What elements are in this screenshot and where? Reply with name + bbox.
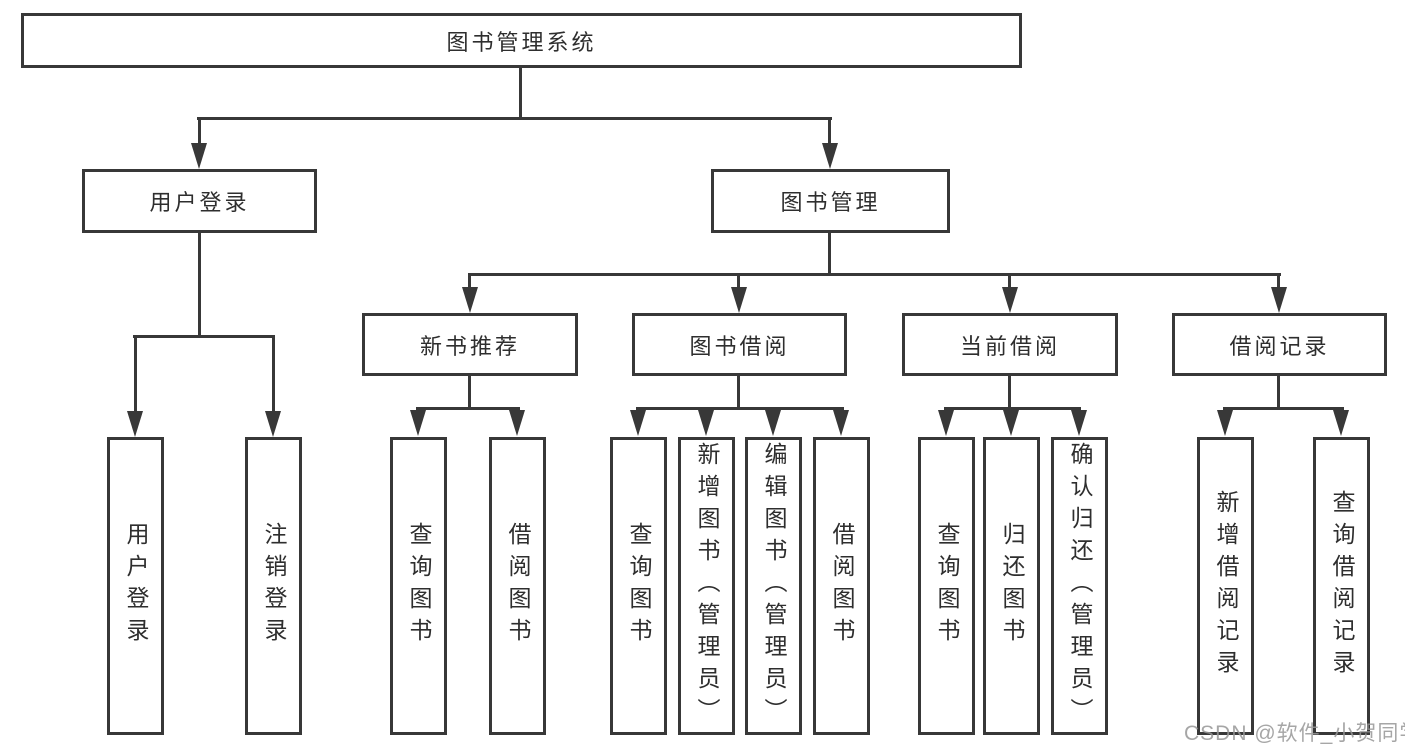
arrowhead-down-icon — [1071, 410, 1087, 436]
leaf-logout: 注销登录 — [245, 437, 302, 735]
connector-line — [737, 273, 740, 290]
node-label: 新增图书（管理员） — [694, 442, 720, 730]
node-label: 新增借阅记录 — [1213, 490, 1239, 682]
leaf-query-books-recommend: 查询图书 — [390, 437, 447, 735]
node-label: 用户登录 — [123, 522, 149, 650]
leaf-add-borrow-record: 新增借阅记录 — [1197, 437, 1254, 735]
connector-line — [133, 335, 275, 338]
arrowhead-down-icon — [410, 410, 426, 436]
connector-line — [737, 376, 740, 407]
node-label: 图书管理系统 — [446, 29, 597, 55]
arrowhead-down-icon — [127, 411, 143, 437]
leaf-query-books-borrowing: 查询图书 — [610, 437, 667, 735]
arrowhead-down-icon — [1271, 287, 1287, 313]
node-label: 借阅图书 — [505, 522, 531, 650]
node-label: 图书借阅 — [689, 333, 790, 359]
connector-line — [416, 407, 520, 410]
node-library-management-system: 图书管理系统 — [21, 13, 1022, 68]
arrowhead-down-icon — [462, 287, 478, 313]
node-label: 图书管理 — [780, 190, 881, 215]
node-label: 查询图书 — [406, 522, 432, 650]
connector-line — [519, 68, 522, 117]
node-current-borrowing: 当前借阅 — [902, 313, 1118, 376]
arrowhead-down-icon — [731, 287, 747, 313]
leaf-query-borrow-record: 查询借阅记录 — [1313, 437, 1370, 735]
connector-line — [468, 273, 1281, 276]
arrowhead-down-icon — [833, 410, 849, 436]
arrowhead-down-icon — [509, 410, 525, 436]
leaf-user-login: 用户登录 — [107, 437, 164, 735]
leaf-query-books-current: 查询图书 — [918, 437, 975, 735]
connector-line — [272, 335, 275, 413]
connector-line — [197, 117, 832, 120]
node-label: 新书推荐 — [419, 333, 520, 359]
arrowhead-down-icon — [1217, 410, 1233, 436]
leaf-confirm-return-admin: 确认归还（管理员） — [1051, 437, 1108, 735]
connector-line — [1277, 273, 1280, 290]
node-label: 查询借阅记录 — [1329, 490, 1355, 682]
arrowhead-down-icon — [191, 143, 207, 169]
leaf-borrow-books: 借阅图书 — [813, 437, 870, 735]
node-book-borrowing: 图书借阅 — [632, 313, 847, 376]
arrowhead-down-icon — [265, 411, 281, 437]
arrowhead-down-icon — [630, 410, 646, 436]
connector-line — [944, 407, 1081, 410]
node-label: 借阅记录 — [1229, 333, 1330, 359]
connector-line — [828, 233, 831, 274]
node-label: 归还图书 — [999, 522, 1025, 650]
leaf-return-book: 归还图书 — [983, 437, 1040, 735]
arrowhead-down-icon — [938, 410, 954, 436]
arrowhead-down-icon — [765, 410, 781, 436]
connector-line — [468, 273, 471, 290]
node-user-login: 用户登录 — [82, 169, 317, 233]
leaf-edit-book-admin: 编辑图书（管理员） — [745, 437, 802, 735]
connector-line — [134, 335, 137, 413]
node-label: 查询图书 — [934, 522, 960, 650]
connector-line — [828, 117, 831, 145]
arrowhead-down-icon — [698, 410, 714, 436]
connector-line — [1008, 376, 1011, 407]
node-label: 编辑图书（管理员） — [761, 442, 787, 730]
node-label: 用户登录 — [149, 190, 250, 215]
connector-line — [198, 117, 201, 145]
arrowhead-down-icon — [1002, 287, 1018, 313]
node-new-book-recommend: 新书推荐 — [362, 313, 578, 376]
node-label: 注销登录 — [261, 522, 287, 650]
connector-line — [1223, 407, 1344, 410]
connector-line — [198, 233, 201, 336]
connector-line — [1008, 273, 1011, 290]
arrowhead-down-icon — [822, 143, 838, 169]
connector-line — [468, 376, 471, 407]
node-label: 查询图书 — [626, 522, 652, 650]
arrowhead-down-icon — [1003, 410, 1019, 436]
arrowhead-down-icon — [1333, 410, 1349, 436]
node-label: 借阅图书 — [829, 522, 855, 650]
node-borrowing-records: 借阅记录 — [1172, 313, 1387, 376]
leaf-borrow-books-recommend: 借阅图书 — [489, 437, 546, 735]
leaf-add-book-admin: 新增图书（管理员） — [678, 437, 735, 735]
node-label: 确认归还（管理员） — [1067, 442, 1093, 730]
node-label: 当前借阅 — [959, 333, 1060, 359]
connector-line — [1277, 376, 1280, 407]
node-book-management: 图书管理 — [711, 169, 950, 233]
csdn-watermark: CSDN @软件_小贺同学 — [1184, 722, 1405, 745]
connector-line — [636, 407, 844, 410]
